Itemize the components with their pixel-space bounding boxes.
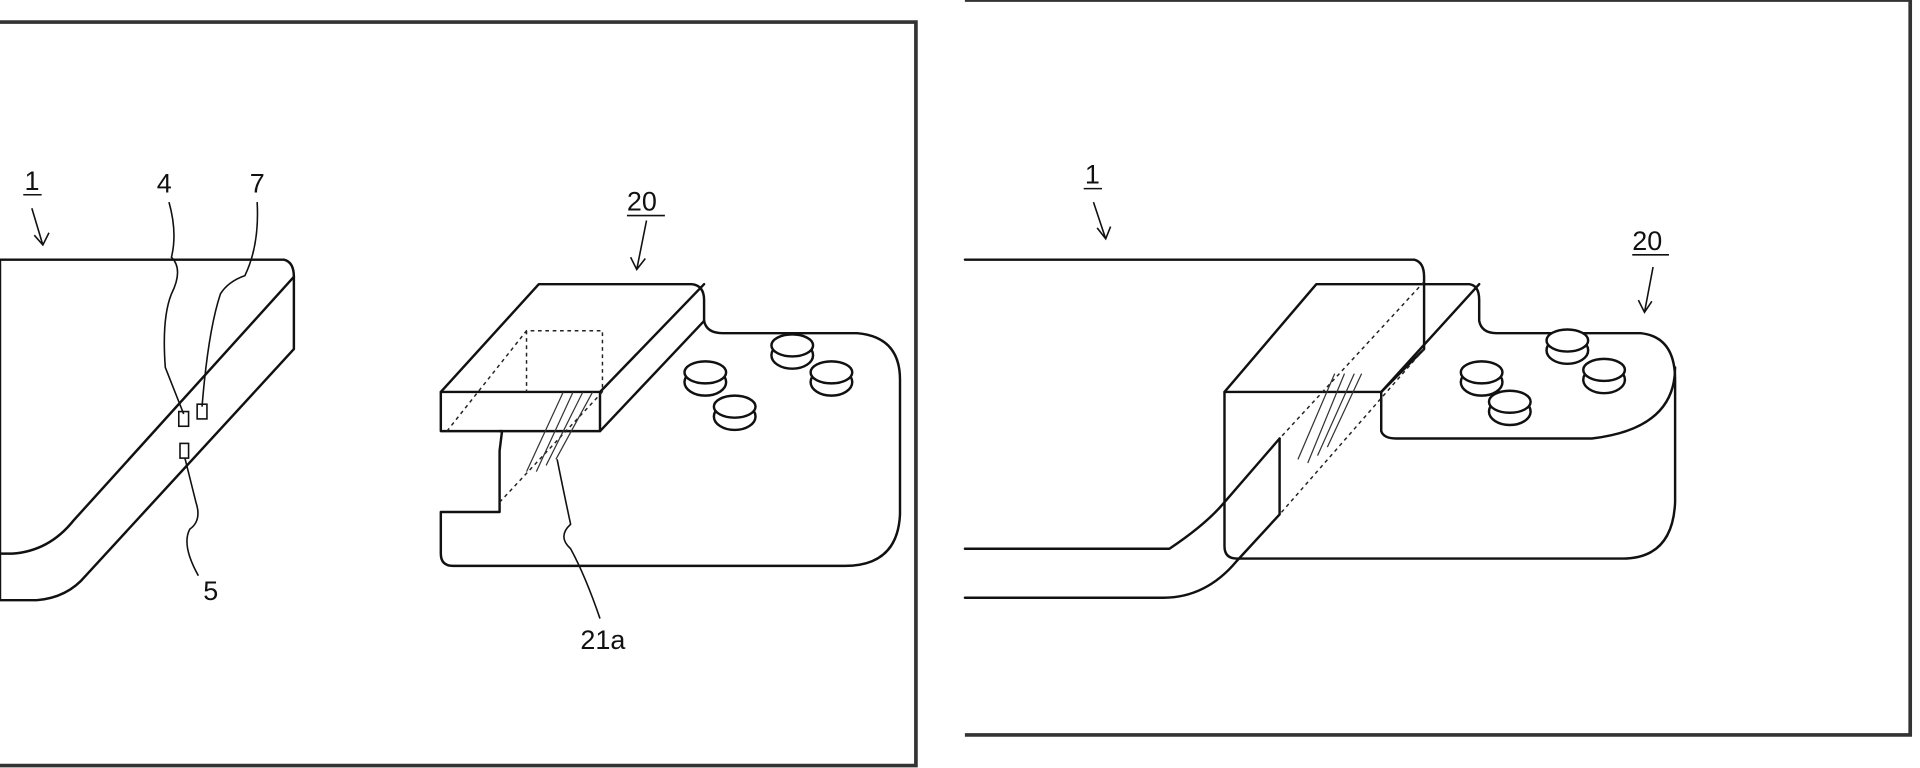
connector-20-left: 20 21a <box>439 187 902 655</box>
label-7: 7 <box>250 168 265 198</box>
label-21a: 21a <box>580 625 625 655</box>
sensor-5 <box>179 442 190 459</box>
leader-4 <box>163 201 185 415</box>
pins <box>683 333 854 432</box>
arrow-1-right <box>1092 201 1112 241</box>
right-panel-border <box>964 0 1913 737</box>
plate-1: 1 4 7 5 <box>0 166 296 606</box>
leader-7 <box>201 202 259 407</box>
pins-right <box>1459 328 1627 427</box>
arrow-1-left <box>31 208 50 247</box>
leader-5 <box>184 457 200 577</box>
arrow-20-left <box>629 220 648 271</box>
leader-21a <box>556 459 601 619</box>
figure-right-assembled: 1 20 <box>963 0 1913 737</box>
figure-left-exploded: 1 4 7 5 20 21a <box>0 20 918 768</box>
sensor-4 <box>177 410 190 428</box>
label-20-right: 20 <box>1632 226 1662 256</box>
left-panel-border <box>0 20 918 768</box>
label-20: 20 <box>627 187 657 217</box>
plate-1-right: 1 20 <box>963 160 1669 599</box>
arrow-20-right <box>1637 266 1654 314</box>
hatch-21a <box>525 391 594 472</box>
label-1-right: 1 <box>1085 160 1100 190</box>
hatch-right <box>1297 373 1363 464</box>
label-1: 1 <box>24 166 39 196</box>
label-4: 4 <box>157 168 172 198</box>
connector-20-right <box>1223 282 1677 560</box>
label-5: 5 <box>203 576 218 606</box>
